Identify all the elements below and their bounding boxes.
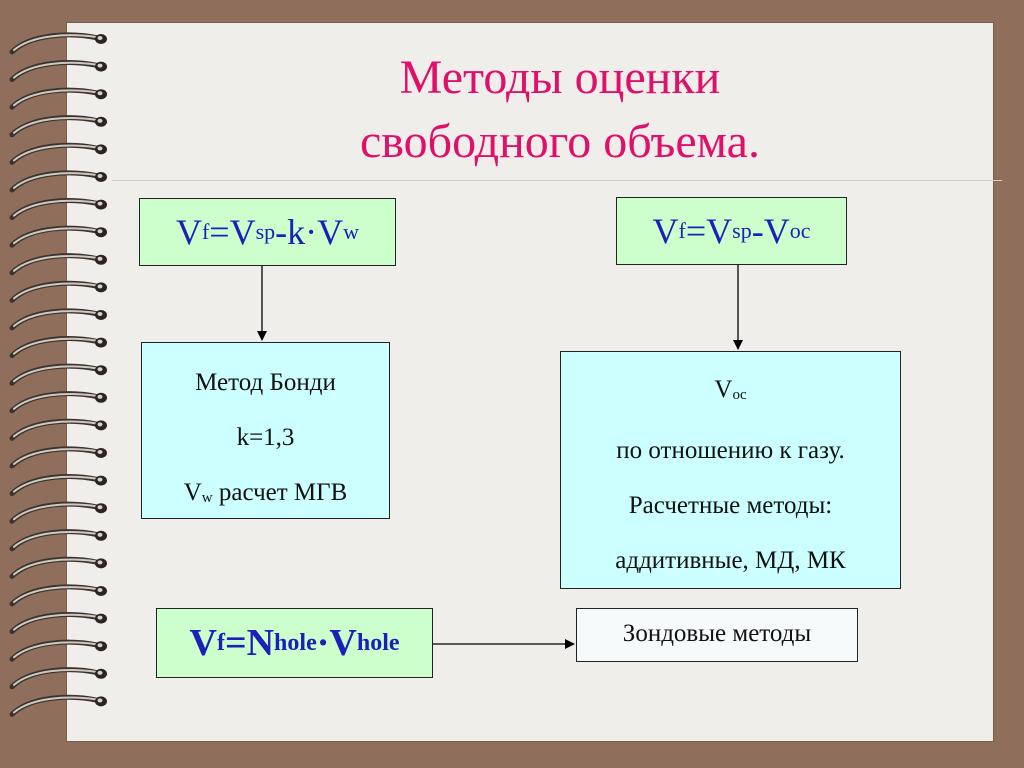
voc-line-1: Voc [561, 362, 900, 423]
bondi-method-box: Метод Бонди k=1,3 Vw расчет МГВ [141, 342, 390, 519]
formula2-minus: -V [751, 211, 790, 251]
title-divider [112, 180, 1002, 181]
formula1-sp: sp [255, 219, 276, 244]
title-line-1: Методы оценки [399, 51, 721, 104]
formula3-hole1: hole [274, 630, 317, 656]
voc-methods-box: Voc по отношению к газу. Расчетные метод… [560, 351, 901, 589]
voc-line-2: по отношению к газу. [616, 437, 845, 464]
voc-v: V [714, 376, 733, 403]
formula3-f: f [216, 630, 225, 656]
formula3-hole2: hole [356, 630, 400, 656]
formula2-eq: =V [685, 211, 733, 251]
bondi-line-2: k=1,3 [236, 424, 295, 451]
bondi-v: V [183, 479, 202, 506]
probe-methods-box: Зондовые методы [576, 608, 858, 662]
spiral-binding-icon [9, 32, 107, 717]
probe-label: Зондовые методы [622, 620, 812, 647]
voc-line-3: Расчетные методы: [628, 492, 833, 519]
formula1-w: w [343, 219, 360, 244]
bondi-rest: расчет МГВ [212, 479, 348, 506]
formula1-eq: =V [209, 212, 256, 252]
formula2-f: f [678, 218, 686, 243]
bondi-line-3: Vw расчет МГВ [142, 465, 389, 526]
formula2-oc: oc [789, 218, 811, 243]
formula2-sp: sp [732, 218, 752, 243]
formula3-v: V [189, 622, 217, 664]
formula1-v: V [175, 212, 202, 252]
formula3-eq: =N [224, 622, 275, 664]
title-line-2: свободного объема. [360, 115, 760, 168]
bondi-w: w [201, 490, 213, 506]
formula1-f: f [201, 219, 210, 244]
formula1-minus-k: -k·V [275, 212, 344, 252]
bondi-line-1: Метод Бонди [195, 369, 336, 396]
voc-line-4: аддитивные, МД, МК [615, 547, 846, 574]
page-title: Методы оценки свободного объема. [220, 46, 900, 174]
formula2-v: V [652, 211, 679, 251]
voc-oc: oc [732, 387, 747, 403]
formula3-dot: ·V [316, 622, 357, 664]
